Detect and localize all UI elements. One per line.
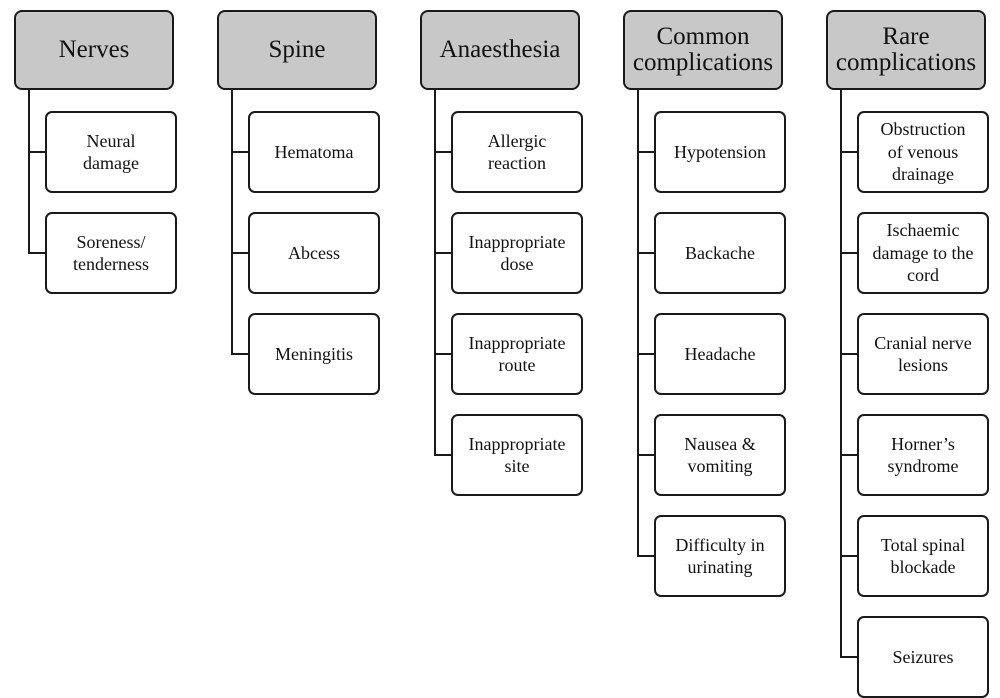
connector-branch	[637, 151, 656, 153]
connector-branch	[840, 353, 859, 355]
child-node-horner-s-syndrome: Horner’s syndrome	[857, 414, 989, 496]
child-node-meningitis: Meningitis	[248, 313, 380, 395]
child-node-total-spinal-blockade: Total spinal blockade	[857, 515, 989, 597]
connector-trunk	[28, 90, 30, 254]
connector-branch	[637, 555, 656, 557]
child-node-backache: Backache	[654, 212, 786, 294]
connector-branch	[434, 252, 453, 254]
connector-branch	[434, 353, 453, 355]
child-node-neural-damage: Neural damage	[45, 111, 177, 193]
connector-branch	[840, 151, 859, 153]
category-header-rare-complications: Rare complications	[826, 10, 986, 90]
category-header-anaesthesia: Anaesthesia	[420, 10, 580, 90]
child-node-soreness-tenderness: Soreness/ tenderness	[45, 212, 177, 294]
connector-branch	[840, 252, 859, 254]
connector-branch	[637, 252, 656, 254]
category-header-common-complications: Common complications	[623, 10, 783, 90]
category-header-nerves: Nerves	[14, 10, 174, 90]
connector-branch	[231, 353, 250, 355]
child-node-difficulty-in-urinating: Difficulty in urinating	[654, 515, 786, 597]
connector-branch	[28, 151, 47, 153]
connector-branch	[840, 454, 859, 456]
connector-branch	[637, 353, 656, 355]
connector-branch	[840, 656, 859, 658]
connector-trunk	[840, 90, 842, 658]
child-node-inappropriate-route: Inappropriate route	[451, 313, 583, 395]
child-node-inappropriate-site: Inappropriate site	[451, 414, 583, 496]
connector-branch	[840, 555, 859, 557]
connector-trunk	[637, 90, 639, 557]
child-node-hematoma: Hematoma	[248, 111, 380, 193]
connector-trunk	[434, 90, 436, 456]
child-node-nausea-vomiting: Nausea & vomiting	[654, 414, 786, 496]
child-node-cranial-nerve-lesions: Cranial nerve lesions	[857, 313, 989, 395]
category-header-spine: Spine	[217, 10, 377, 90]
child-node-allergic-reaction: Allergic reaction	[451, 111, 583, 193]
child-node-seizures: Seizures	[857, 616, 989, 698]
connector-branch	[434, 454, 453, 456]
child-node-obstruction-of-venous-drainage: Obstruction of venous drainage	[857, 111, 989, 193]
child-node-hypotension: Hypotension	[654, 111, 786, 193]
connector-branch	[28, 252, 47, 254]
connector-branch	[231, 252, 250, 254]
child-node-headache: Headache	[654, 313, 786, 395]
connector-branch	[231, 151, 250, 153]
child-node-inappropriate-dose: Inappropriate dose	[451, 212, 583, 294]
child-node-ischaemic-damage-to-the-cord: Ischaemic damage to the cord	[857, 212, 989, 294]
connector-branch	[434, 151, 453, 153]
child-node-abcess: Abcess	[248, 212, 380, 294]
connector-branch	[637, 454, 656, 456]
connector-trunk	[231, 90, 233, 355]
